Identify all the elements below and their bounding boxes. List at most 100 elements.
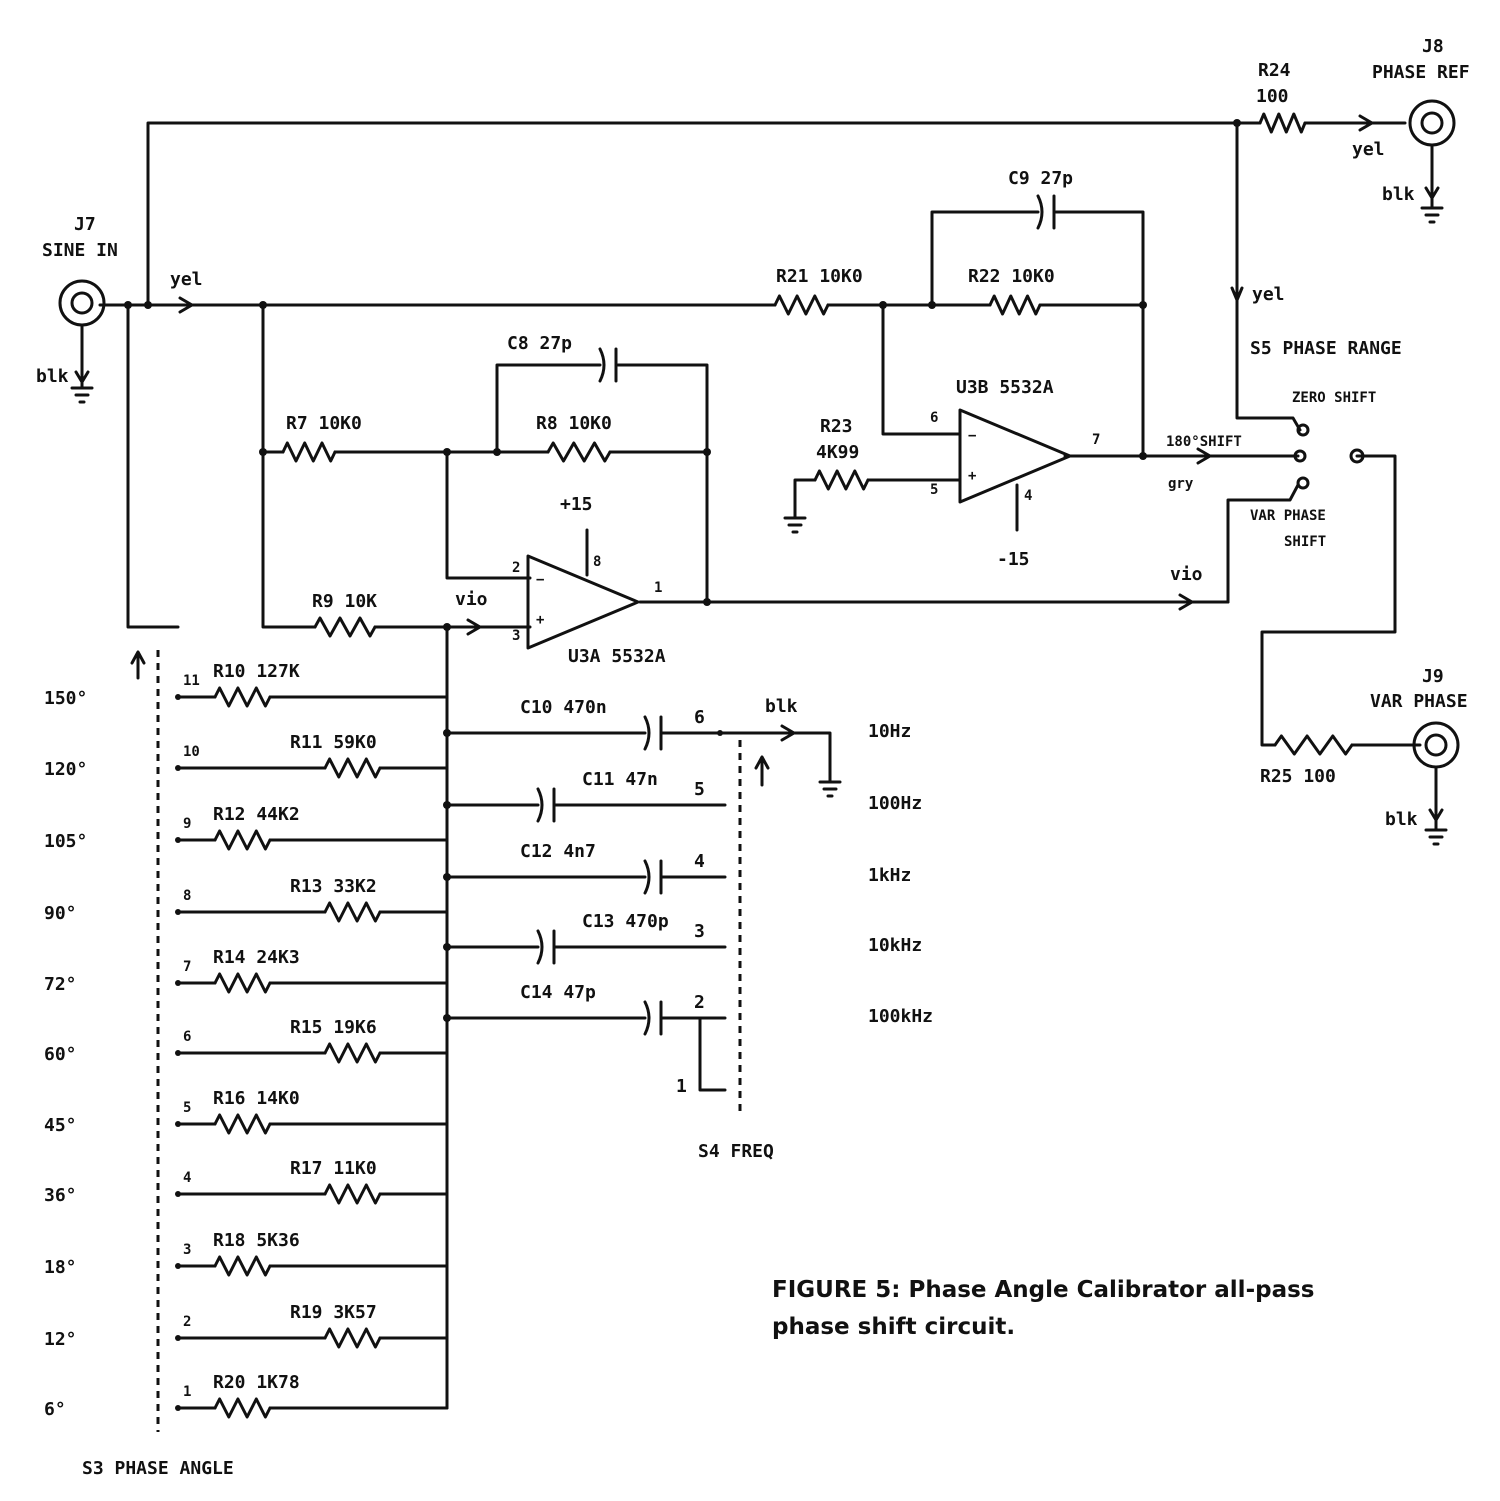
s3-resistor-label: R15 19K6 [290, 1017, 377, 1038]
s3-resistor [213, 829, 272, 851]
u3a-pin-minus: 2 [512, 560, 520, 576]
u3b-label: U3B 5532A [956, 377, 1054, 398]
u3b-pin-supply: 4 [1024, 488, 1032, 504]
s3-resistor [323, 757, 382, 779]
s3-resistor-label: R20 1K78 [213, 1372, 300, 1393]
j8-ref: J8 [1422, 36, 1444, 57]
r22-label: R22 10K0 [968, 266, 1055, 287]
labels: J7 SINE IN J8 PHASE REF J9 VAR PHASE yel… [36, 36, 1470, 1479]
s3-resistor [213, 1113, 272, 1135]
r9-label: R9 10K [312, 591, 377, 612]
s4-capacitor-label: C11 47n [582, 769, 658, 790]
capacitor-c9 [1036, 194, 1056, 230]
signal-arrows [178, 114, 1374, 742]
jack-j7-symbol [58, 279, 106, 327]
wire-yel-s5: yel [1252, 284, 1285, 305]
resistor-r22 [988, 294, 1042, 316]
wire-grey: gry [1168, 476, 1194, 492]
ground-s4 [818, 780, 842, 798]
s4-bus-junction [443, 943, 451, 951]
s5-180-shift: 180°SHIFT [1166, 434, 1242, 450]
switch-s5-contacts [1293, 423, 1365, 490]
s4-bus-junction [443, 801, 451, 809]
s3-angle-label: 60° [44, 1044, 77, 1065]
capacitors [598, 194, 1056, 383]
s3-angle-label: 12° [44, 1329, 77, 1350]
u3a-supply: +15 [560, 494, 593, 515]
s3-angle-label: 6° [44, 1399, 66, 1420]
r7-label: R7 10K0 [286, 413, 362, 434]
wiring [80, 121, 1438, 1432]
ground-r23 [783, 516, 807, 534]
ground-symbols [70, 186, 1448, 846]
resistor-r23 [813, 469, 870, 491]
s3-resistor-label: R14 24K3 [213, 947, 300, 968]
r25-label: R25 100 [1260, 766, 1336, 787]
s3-position-number: 1 [183, 1384, 191, 1400]
s3-position-number: 4 [183, 1170, 191, 1186]
s4-position-number: 3 [694, 921, 705, 942]
svg-text:+: + [968, 468, 976, 484]
s3-angle-label: 18° [44, 1257, 77, 1278]
s3-angle-label: 45° [44, 1115, 77, 1136]
s3-position-number: 6 [183, 1029, 191, 1045]
s4-capacitor [643, 859, 663, 895]
s3-resistor [213, 1397, 272, 1419]
s3-row: 6 R15 19K6 60° [44, 1017, 449, 1065]
j9-name: VAR PHASE [1370, 691, 1468, 712]
s3-angle-label: 105° [44, 831, 87, 852]
s4-capacitor-label: C12 4n7 [520, 841, 596, 862]
s3-contact [175, 1405, 181, 1411]
s3-resistor [323, 1042, 382, 1064]
s3-resistor-label: R11 59K0 [290, 732, 377, 753]
s3-position-number: 7 [183, 959, 191, 975]
ground-j8 [1420, 186, 1444, 224]
s4-position-number: 6 [694, 707, 705, 728]
s3-position-number: 8 [183, 888, 191, 904]
s3-angle-label: 150° [44, 688, 87, 709]
s3-contact [175, 1263, 181, 1269]
c8-label: C8 27p [507, 333, 572, 354]
s5-label: S5 PHASE RANGE [1250, 338, 1402, 359]
s3-resistor-label: R12 44K2 [213, 804, 300, 825]
s3-resistor [213, 972, 272, 994]
s4-bus-junction [443, 1014, 451, 1022]
resistor-r9 [313, 616, 377, 638]
s4-label: S4 FREQ [698, 1141, 774, 1162]
s4-position-number: 2 [694, 992, 705, 1013]
r23-value: 4K99 [816, 442, 859, 463]
resistors [281, 112, 1354, 756]
resistor-r24 [1258, 112, 1307, 134]
s3-position-number: 3 [183, 1242, 191, 1258]
svg-text:−: − [536, 572, 544, 588]
s3-resistor [323, 1327, 382, 1349]
s4-bus-junction [443, 729, 451, 737]
r23-ref: R23 [820, 416, 853, 437]
s3-resistor [323, 1183, 382, 1205]
wire-blk-j9: blk [1385, 809, 1418, 830]
s5-var-shift: SHIFT [1284, 534, 1326, 550]
s3-resistor-label: R16 14K0 [213, 1088, 300, 1109]
r8-label: R8 10K0 [536, 413, 612, 434]
s3-contact [175, 765, 181, 771]
s5-var-phase: VAR PHASE [1250, 508, 1326, 524]
s4-frequency-label: 10kHz [868, 935, 922, 956]
caption-line-1: FIGURE 5: Phase Angle Calibrator all-pas… [772, 1277, 1315, 1303]
resistor-r8 [546, 441, 612, 463]
j7-name: SINE IN [42, 240, 118, 261]
j9-ref: J9 [1422, 666, 1444, 687]
wire-yel-j8: yel [1352, 139, 1385, 160]
r24-value: 100 [1256, 86, 1289, 107]
s3-angle-label: 90° [44, 903, 77, 924]
caption-line-2: phase shift circuit. [772, 1314, 1016, 1340]
